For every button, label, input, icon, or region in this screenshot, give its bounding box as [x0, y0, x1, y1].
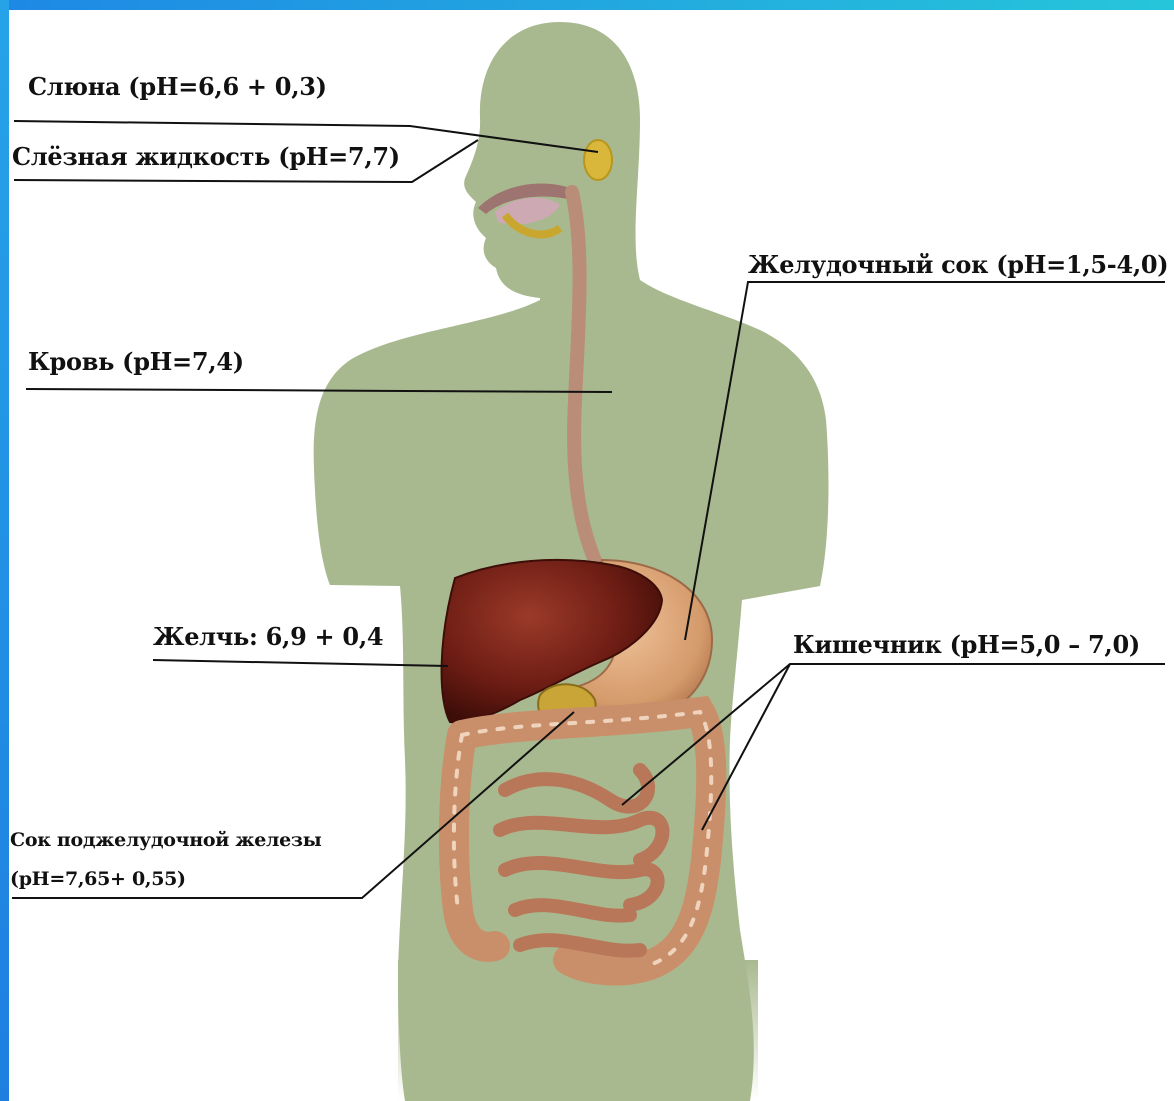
- label-bile: Желчь: 6,9 + 0,4: [153, 622, 383, 651]
- label-tear-fluid: Слёзная жидкость (pH=7,7): [12, 142, 400, 171]
- label-pancreatic-ph: (pH=7,65+ 0,55): [10, 868, 186, 890]
- label-blood: Кровь (pH=7,4): [28, 347, 244, 376]
- label-pancreatic-juice: Сок поджелудочной железы: [10, 829, 321, 851]
- label-saliva: Слюна (pH=6,6 + 0,3): [28, 72, 327, 101]
- label-intestine: Кишечник (pH=5,0 – 7,0): [793, 630, 1140, 659]
- label-gastric-juice: Желудочный сок (pH=1,5-4,0): [748, 250, 1168, 279]
- salivary-gland: [584, 140, 612, 180]
